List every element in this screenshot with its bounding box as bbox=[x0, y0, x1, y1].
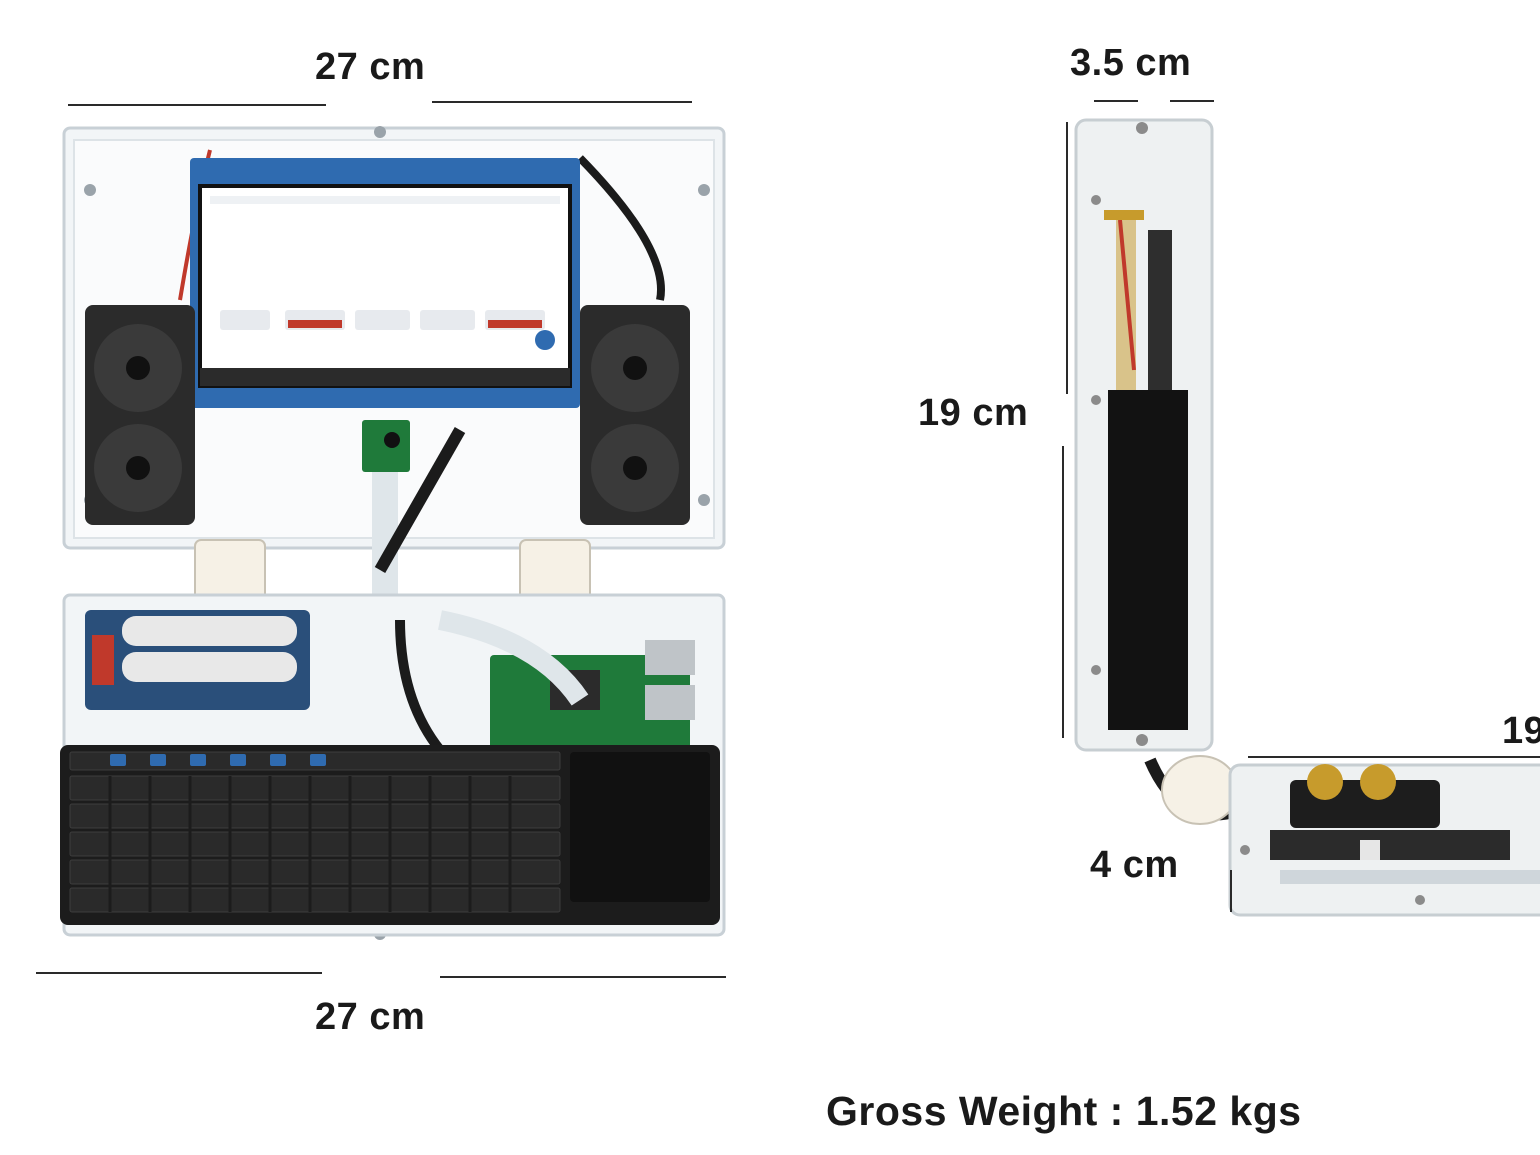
base-width-line bbox=[1248, 756, 1540, 758]
laptop-front-view bbox=[60, 126, 726, 940]
camera-module bbox=[362, 420, 410, 472]
right-speaker bbox=[580, 305, 690, 525]
bottom-width-label: 27 cm bbox=[315, 996, 426, 1038]
side-hinge bbox=[1161, 755, 1239, 825]
top-width-label: 27 cm bbox=[315, 46, 426, 88]
touchpad bbox=[570, 752, 710, 902]
side-depth-line-right bbox=[1170, 100, 1214, 102]
top-width-line-right bbox=[432, 101, 692, 103]
laptop-side-view bbox=[1074, 118, 1540, 917]
base-width-label-cut: 19 bbox=[1502, 710, 1540, 752]
base-thickness-label: 4 cm bbox=[1090, 844, 1179, 886]
screen-display bbox=[198, 184, 572, 388]
bottom-width-line-right bbox=[440, 976, 726, 978]
side-height-label: 19 cm bbox=[918, 392, 1029, 434]
left-hinge bbox=[194, 539, 266, 601]
top-width-line-left bbox=[68, 104, 326, 106]
side-height-line-bottom bbox=[1062, 446, 1064, 738]
right-hinge bbox=[519, 539, 591, 601]
side-depth-line-left bbox=[1094, 100, 1138, 102]
bottom-width-line-left bbox=[36, 972, 322, 974]
base-thickness-line bbox=[1230, 870, 1232, 912]
gross-weight-label: Gross Weight : 1.52 kgs bbox=[826, 1088, 1302, 1134]
side-height-line-top bbox=[1066, 122, 1068, 394]
left-speaker bbox=[85, 305, 195, 525]
side-depth-label: 3.5 cm bbox=[1070, 42, 1192, 84]
